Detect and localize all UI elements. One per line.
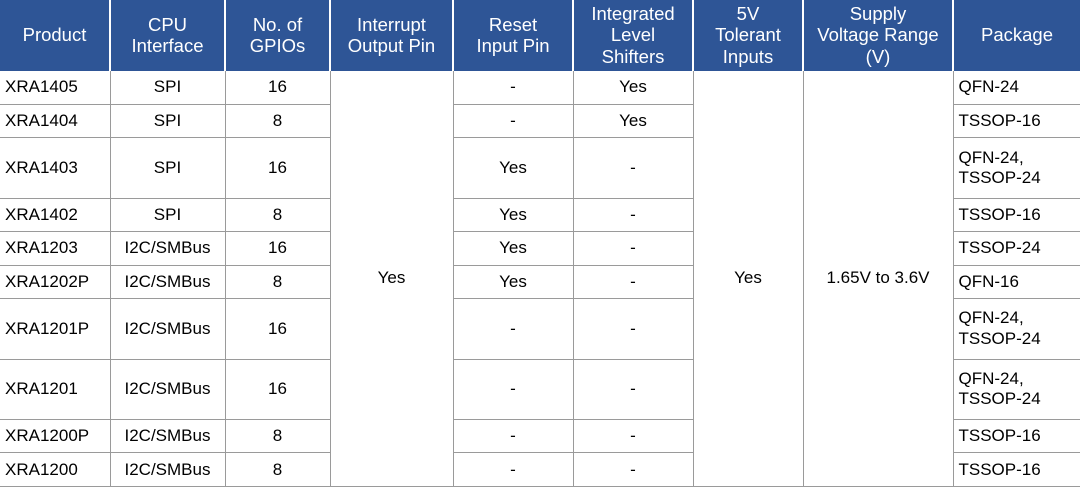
cell-reset-input-pin: Yes bbox=[453, 231, 574, 266]
cell-level-shifters: - bbox=[573, 265, 694, 300]
table-body: XRA1405 SPI 16 Yes - Yes Yes 1.65V to 3.… bbox=[0, 70, 1080, 487]
table-row: XRA1203 I2C/SMBus 16 Yes - TSSOP-24 bbox=[0, 231, 1080, 266]
cell-product: XRA1201 bbox=[0, 359, 111, 420]
cell-package: QFN-16 bbox=[953, 265, 1080, 300]
cell-cpu-interface: SPI bbox=[110, 198, 226, 233]
cell-cpu-interface: I2C/SMBus bbox=[110, 231, 226, 266]
cell-product: XRA1202P bbox=[0, 265, 111, 300]
column-header-product: Product bbox=[0, 0, 111, 72]
cell-package: TSSOP-16 bbox=[953, 419, 1080, 454]
table-row: XRA1202P I2C/SMBus 8 Yes - QFN-16 bbox=[0, 265, 1080, 300]
cell-level-shifters: - bbox=[573, 198, 694, 233]
column-header-package: Package bbox=[953, 0, 1080, 72]
cell-gpios: 8 bbox=[225, 265, 331, 300]
cell-cpu-interface: SPI bbox=[110, 137, 226, 199]
cell-gpios: 8 bbox=[225, 452, 331, 487]
cell-gpios: 16 bbox=[225, 231, 331, 266]
cell-package: QFN-24 bbox=[953, 70, 1080, 105]
table-row: XRA1200 I2C/SMBus 8 - - TSSOP-16 bbox=[0, 452, 1080, 487]
cell-package: TSSOP-16 bbox=[953, 452, 1080, 487]
cell-5v-tolerant-inputs-merged: Yes bbox=[693, 70, 804, 487]
cell-supply-voltage-range-merged: 1.65V to 3.6V bbox=[803, 70, 954, 487]
cell-gpios: 8 bbox=[225, 104, 331, 139]
cell-product: XRA1405 bbox=[0, 70, 111, 105]
table-row: XRA1404 SPI 8 - Yes TSSOP-16 bbox=[0, 104, 1080, 139]
table-row: XRA1201 I2C/SMBus 16 - - QFN-24,TSSOP-24 bbox=[0, 359, 1080, 420]
cell-product: XRA1203 bbox=[0, 231, 111, 266]
cell-gpios: 16 bbox=[225, 298, 331, 360]
cell-reset-input-pin: - bbox=[453, 419, 574, 454]
cell-package: TSSOP-16 bbox=[953, 104, 1080, 139]
cell-level-shifters: - bbox=[573, 359, 694, 420]
cell-reset-input-pin: - bbox=[453, 104, 574, 139]
cell-product: XRA1404 bbox=[0, 104, 111, 139]
cell-cpu-interface: I2C/SMBus bbox=[110, 359, 226, 420]
cell-cpu-interface: I2C/SMBus bbox=[110, 452, 226, 487]
cell-level-shifters: - bbox=[573, 231, 694, 266]
cell-level-shifters: Yes bbox=[573, 104, 694, 139]
cell-level-shifters: - bbox=[573, 419, 694, 454]
cell-reset-input-pin: Yes bbox=[453, 137, 574, 199]
cell-gpios: 16 bbox=[225, 70, 331, 105]
cell-cpu-interface: SPI bbox=[110, 104, 226, 139]
cell-product: XRA1200 bbox=[0, 452, 111, 487]
cell-cpu-interface: SPI bbox=[110, 70, 226, 105]
cell-gpios: 16 bbox=[225, 359, 331, 420]
cell-cpu-interface: I2C/SMBus bbox=[110, 419, 226, 454]
cell-reset-input-pin: - bbox=[453, 70, 574, 105]
cell-package: TSSOP-16 bbox=[953, 198, 1080, 233]
cell-reset-input-pin: - bbox=[453, 452, 574, 487]
cell-reset-input-pin: Yes bbox=[453, 198, 574, 233]
cell-cpu-interface: I2C/SMBus bbox=[110, 298, 226, 360]
cell-interrupt-output-pin-merged: Yes bbox=[330, 70, 454, 487]
cell-package: QFN-24,TSSOP-24 bbox=[953, 298, 1080, 360]
cell-gpios: 8 bbox=[225, 419, 331, 454]
table-row: XRA1403 SPI 16 Yes - QFN-24,TSSOP-24 bbox=[0, 137, 1080, 199]
table-row: XRA1200P I2C/SMBus 8 - - TSSOP-16 bbox=[0, 419, 1080, 454]
cell-reset-input-pin: - bbox=[453, 359, 574, 420]
cell-package: TSSOP-24 bbox=[953, 231, 1080, 266]
cell-level-shifters: - bbox=[573, 298, 694, 360]
cell-product: XRA1200P bbox=[0, 419, 111, 454]
cell-gpios: 8 bbox=[225, 198, 331, 233]
cell-gpios: 16 bbox=[225, 137, 331, 199]
cell-package: QFN-24,TSSOP-24 bbox=[953, 137, 1080, 199]
table-row: XRA1405 SPI 16 Yes - Yes Yes 1.65V to 3.… bbox=[0, 70, 1080, 487]
cell-product: XRA1403 bbox=[0, 137, 111, 199]
cell-level-shifters: - bbox=[573, 137, 694, 199]
cell-package: QFN-24,TSSOP-24 bbox=[953, 359, 1080, 420]
cell-level-shifters: Yes bbox=[573, 70, 694, 105]
cell-cpu-interface: I2C/SMBus bbox=[110, 265, 226, 300]
table-row: XRA1201P I2C/SMBus 16 - - QFN-24,TSSOP-2… bbox=[0, 298, 1080, 360]
table-row: XRA1402 SPI 8 Yes - TSSOP-16 bbox=[0, 198, 1080, 233]
cell-reset-input-pin: - bbox=[453, 298, 574, 360]
cell-product: XRA1402 bbox=[0, 198, 111, 233]
cell-reset-input-pin: Yes bbox=[453, 265, 574, 300]
cell-product: XRA1201P bbox=[0, 298, 111, 360]
cell-level-shifters: - bbox=[573, 452, 694, 487]
